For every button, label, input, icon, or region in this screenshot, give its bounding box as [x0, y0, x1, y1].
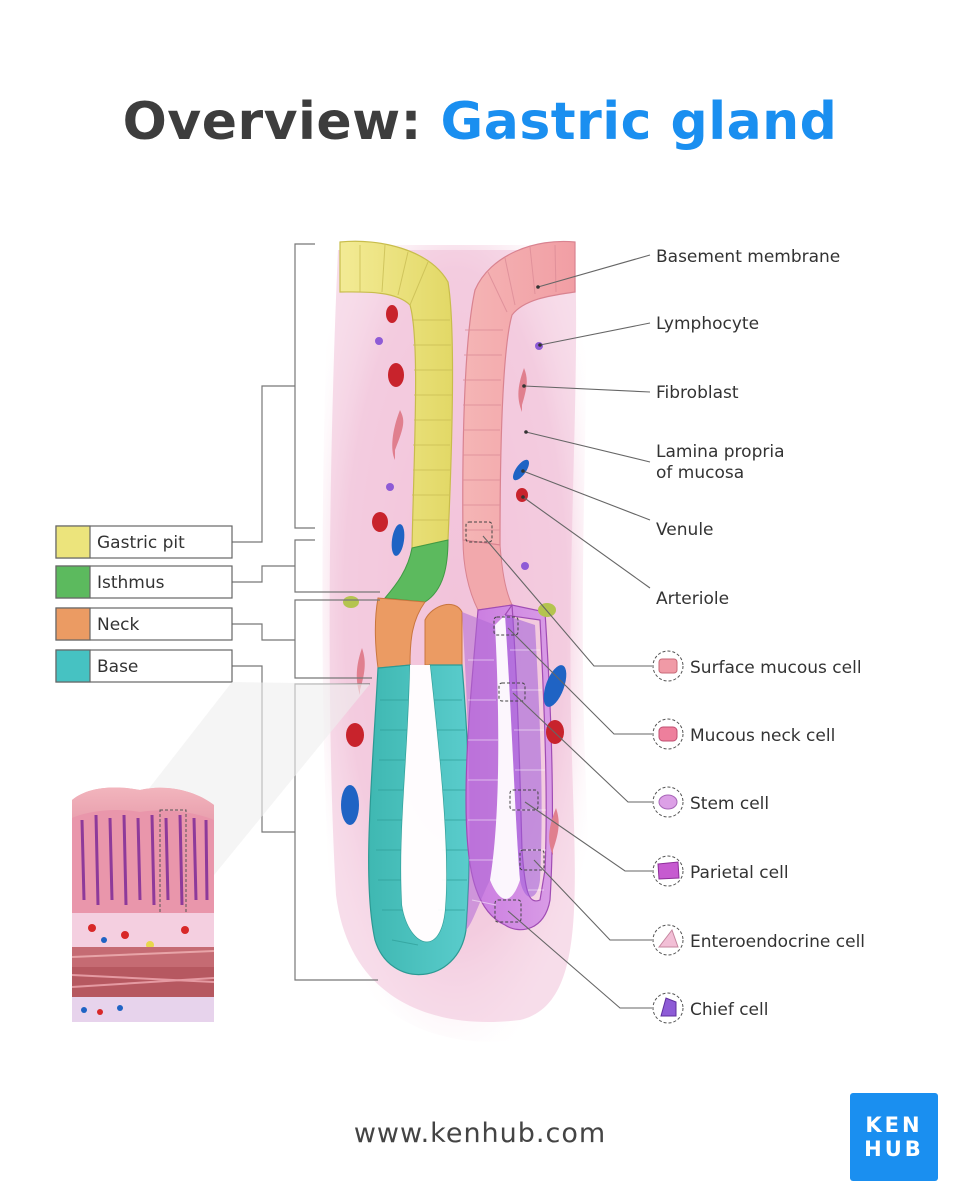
- logo-line-2: HUB: [850, 1137, 938, 1161]
- base-swatch: [56, 650, 90, 682]
- label-basement-membrane: Basement membrane: [656, 247, 840, 267]
- kenhub-logo[interactable]: KEN HUB: [850, 1093, 938, 1181]
- label-venule: Venule: [656, 520, 714, 540]
- label-lamina-propria-line1: Lamina propria: [656, 442, 785, 462]
- label-surface-mucous-cell: Surface mucous cell: [690, 658, 862, 678]
- label-lamina-propria-line2: of mucosa: [656, 463, 744, 483]
- label-mucous-neck-cell: Mucous neck cell: [690, 726, 835, 746]
- label-enteroendocrine-cell: Enteroendocrine cell: [690, 932, 865, 952]
- label-arteriole: Arteriole: [656, 589, 729, 609]
- key-label-base: Base: [97, 657, 138, 677]
- parietal-cell-icon: [653, 856, 683, 886]
- key-label-neck: Neck: [97, 615, 140, 635]
- label-parietal-cell: Parietal cell: [690, 863, 789, 883]
- enteroendocrine-cell-icon: [653, 925, 683, 955]
- key-gastric-pit: Gastric pit: [56, 526, 232, 558]
- surface-mucous-cell-icon: [653, 651, 683, 681]
- chief-cell-icon: [653, 993, 683, 1023]
- mucous-neck-cell-icon: [653, 719, 683, 749]
- neck-epithelium-inner: [425, 604, 462, 665]
- label-stem-cell: Stem cell: [690, 794, 769, 814]
- label-lymphocyte: Lymphocyte: [656, 314, 759, 334]
- logo-line-1: KEN: [850, 1113, 938, 1137]
- isthmus-swatch: [56, 566, 90, 598]
- key-base: Base: [56, 650, 232, 682]
- label-fibroblast: Fibroblast: [656, 383, 739, 403]
- key-label-isthmus: Isthmus: [97, 573, 165, 593]
- neck-swatch: [56, 608, 90, 640]
- footer-url[interactable]: www.kenhub.com: [0, 1118, 960, 1149]
- key-neck: Neck: [56, 608, 232, 640]
- gastric-pit-swatch: [56, 526, 90, 558]
- key-label-gastric-pit: Gastric pit: [97, 533, 185, 553]
- legend-key: Gastric pit Isthmus Neck Base: [56, 526, 232, 682]
- stem-cell-icon: [653, 787, 683, 817]
- key-isthmus: Isthmus: [56, 566, 232, 598]
- stomach-wall-block: [72, 787, 214, 1022]
- label-chief-cell: Chief cell: [690, 1000, 768, 1020]
